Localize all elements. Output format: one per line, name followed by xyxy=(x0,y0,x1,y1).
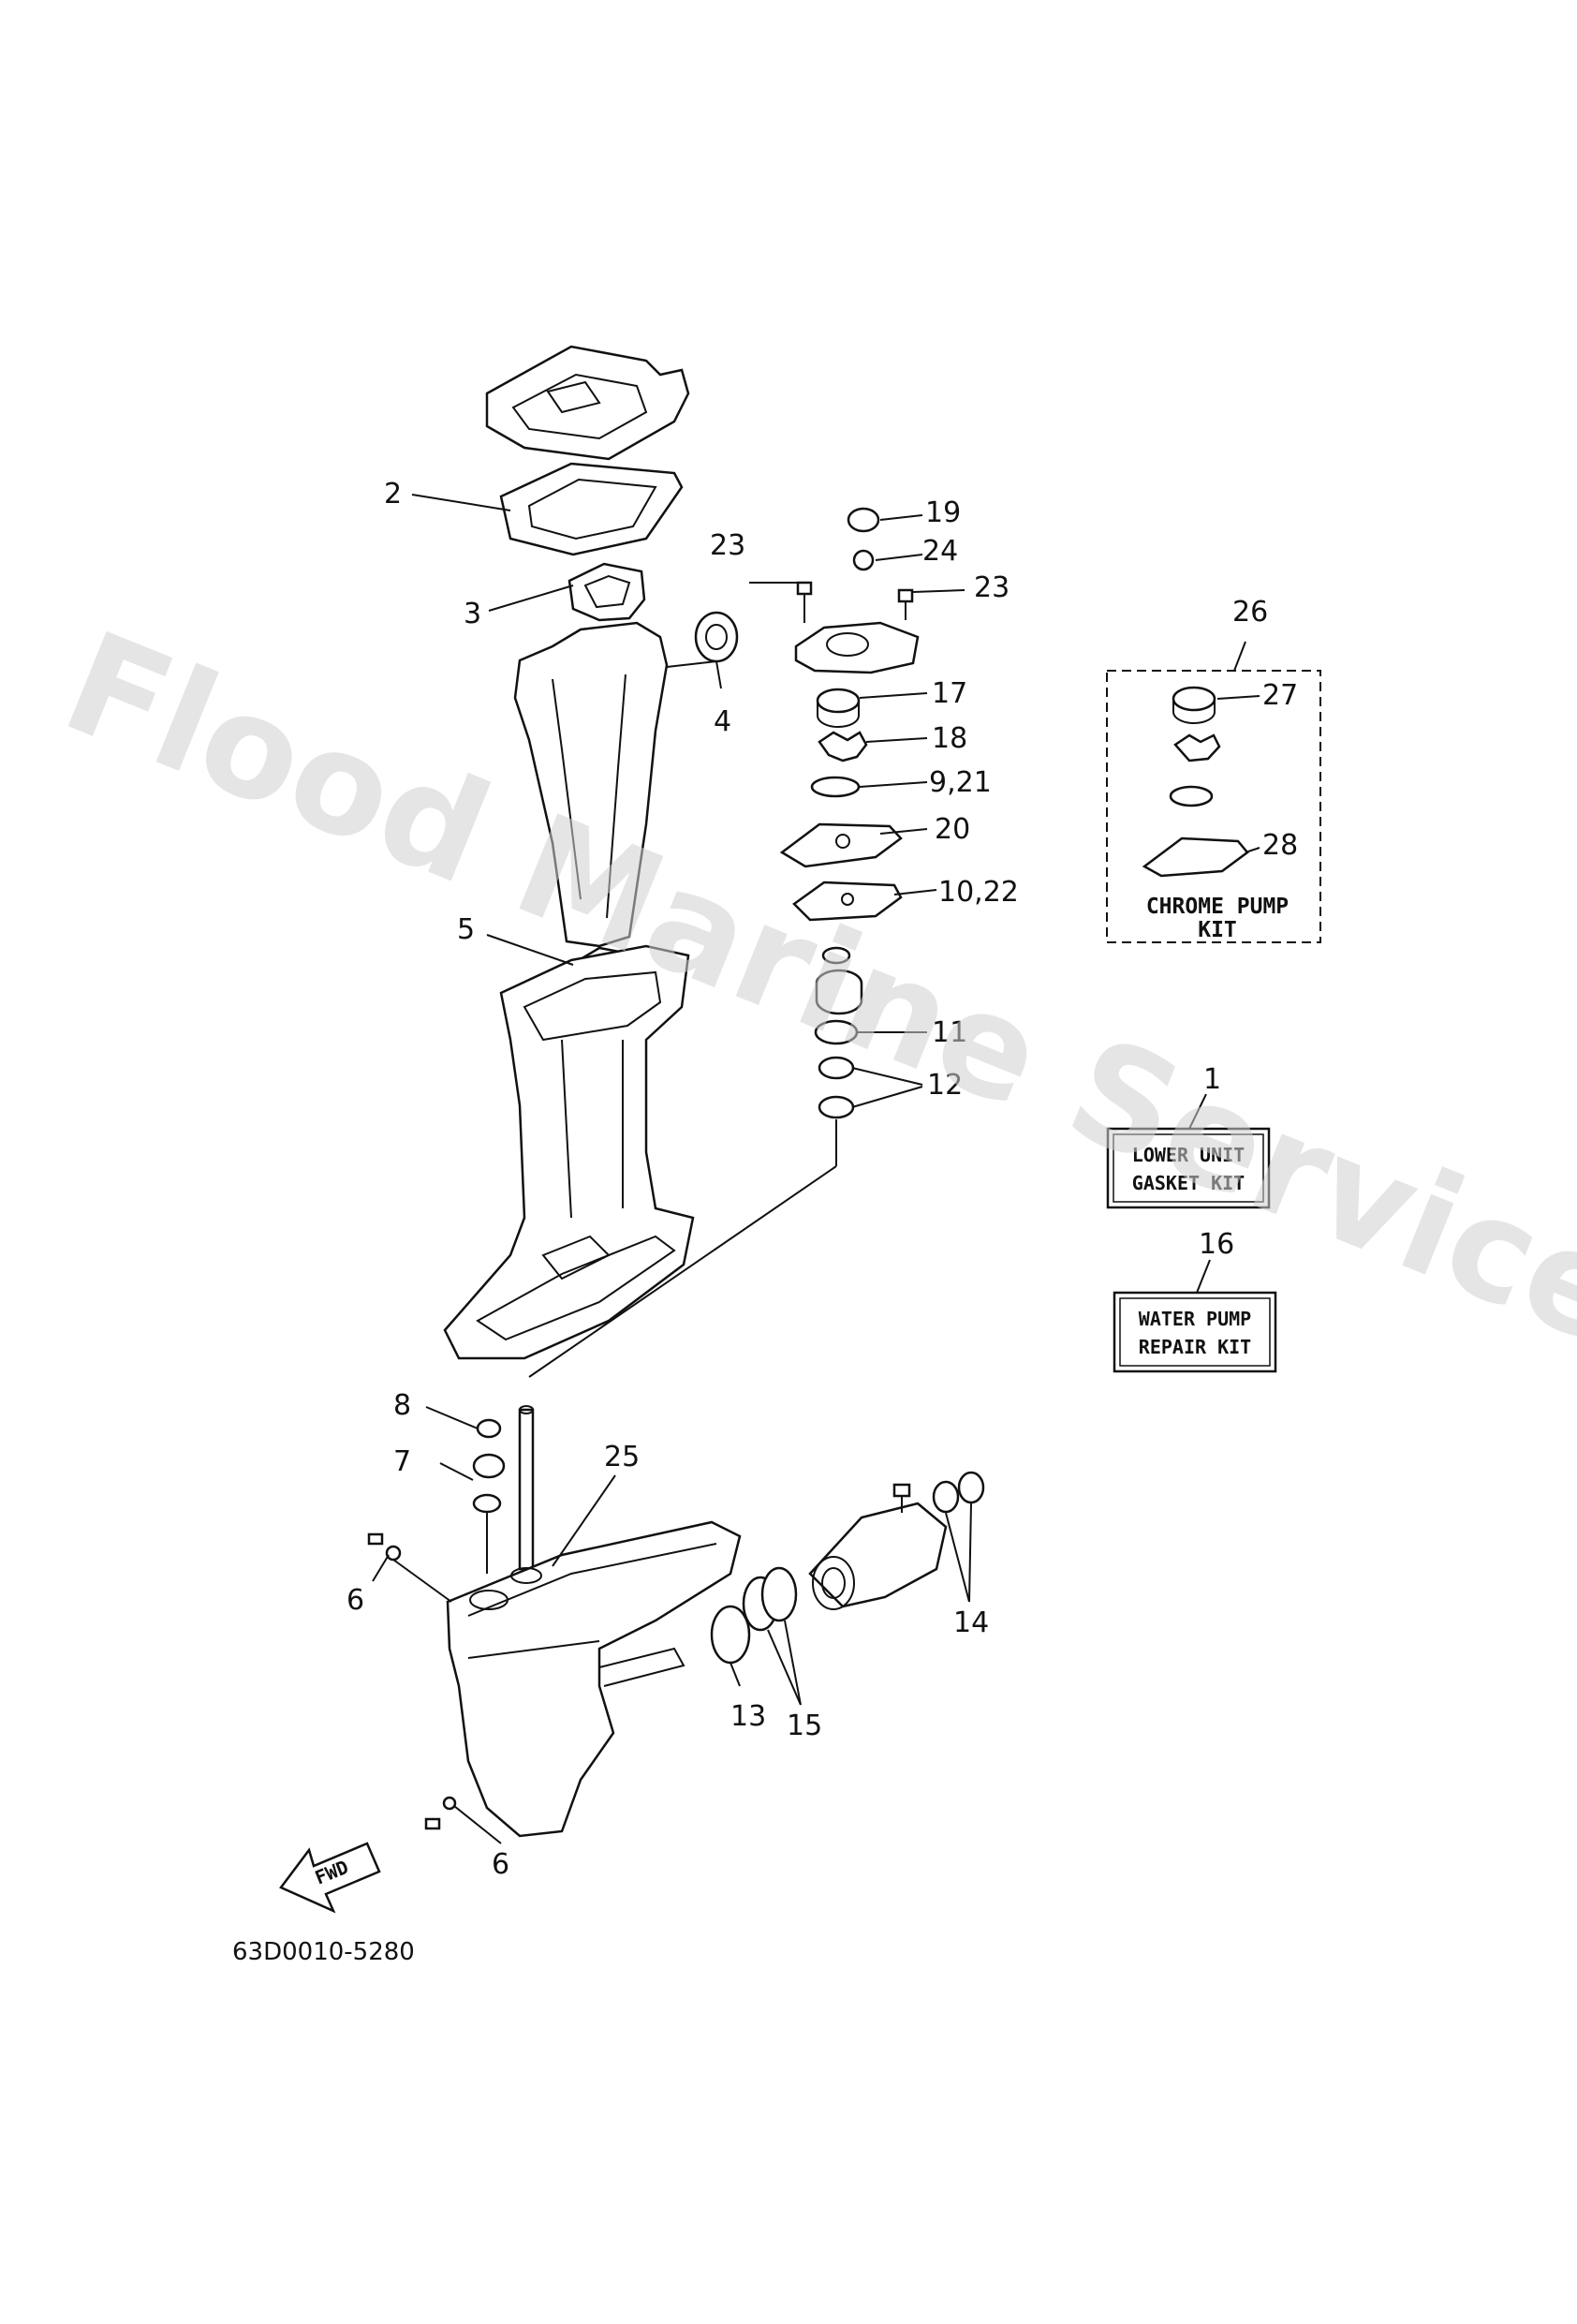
callout-1: 1 xyxy=(1203,1063,1221,1096)
callout-20: 20 xyxy=(935,813,970,846)
callout-14: 14 xyxy=(953,1606,989,1639)
callout-6-lower: 6 xyxy=(492,1848,509,1881)
lower-unit-kit-line1: LOWER UNIT xyxy=(1132,1144,1245,1166)
bolt-23-right xyxy=(897,588,914,620)
callout-25: 25 xyxy=(604,1441,640,1473)
callout-17: 17 xyxy=(932,677,967,710)
orings-15 xyxy=(742,1566,798,1632)
callout-19: 19 xyxy=(925,496,961,529)
lower-unit-kit-line2: GASKET KIT xyxy=(1132,1172,1245,1194)
callout-26: 26 xyxy=(1232,596,1268,629)
water-pump-repair-kit-box: WATER PUMP REPAIR KIT xyxy=(1113,1291,1277,1373)
pump-housing xyxy=(794,621,920,674)
oil-seals-12 xyxy=(818,1056,855,1119)
impeller-18 xyxy=(818,731,868,762)
top-cowling-bracket xyxy=(485,345,690,461)
drive-shaft xyxy=(518,1405,535,1571)
gear-case xyxy=(446,1520,742,1838)
bolt-housing xyxy=(892,1483,911,1513)
callout-3: 3 xyxy=(464,598,481,630)
oil-seal-housing xyxy=(815,969,863,1015)
propeller-shaft-housing xyxy=(808,1502,948,1610)
callout-16: 16 xyxy=(1199,1228,1234,1261)
callout-8: 8 xyxy=(393,1389,411,1422)
callout-15: 15 xyxy=(787,1710,822,1742)
gasket-10-22 xyxy=(792,881,903,922)
oring-13 xyxy=(710,1605,751,1665)
pump-cap-19 xyxy=(847,507,880,533)
bolt-23-left xyxy=(796,581,813,623)
bearings-14 xyxy=(932,1471,985,1514)
callout-5: 5 xyxy=(457,913,475,946)
watermark: Flood Marine Services xyxy=(44,601,1577,1408)
water-pump-kit-line1: WATER PUMP xyxy=(1139,1308,1251,1330)
oring-9-21 xyxy=(810,776,861,798)
chrome-pump-kit-line2: KIT xyxy=(1198,918,1237,942)
nut-8 xyxy=(476,1418,502,1439)
lower-unit-gasket-kit-box: LOWER UNIT GASKET KIT xyxy=(1106,1127,1271,1209)
leader-lines xyxy=(372,494,1260,1844)
insert-cartridge-17 xyxy=(816,688,861,728)
callout-27: 27 xyxy=(1262,679,1298,712)
callout-9-21: 9,21 xyxy=(929,766,992,799)
exhaust-upper-case xyxy=(513,621,669,948)
callout-18: 18 xyxy=(932,722,967,755)
outer-plate-20 xyxy=(779,822,903,868)
gasket-2 xyxy=(499,462,684,556)
callout-13: 13 xyxy=(730,1700,766,1733)
callout-6-upper: 6 xyxy=(346,1584,364,1617)
callout-23-left: 23 xyxy=(710,529,745,562)
water-pump-kit-line2: REPAIR KIT xyxy=(1139,1336,1251,1358)
callout-28: 28 xyxy=(1262,829,1298,862)
callout-12: 12 xyxy=(927,1069,963,1102)
callout-10-22: 10,22 xyxy=(938,876,1019,909)
callout-2: 2 xyxy=(384,478,402,511)
callout-23-right: 23 xyxy=(974,571,1010,604)
seal-7 xyxy=(472,1453,506,1514)
drawing-code: 63D0010-5280 xyxy=(232,1938,415,1966)
screw-6-lower xyxy=(424,1796,457,1830)
callout-labels: 2 3 4 5 6 6 7 8 9,21 10,22 11 12 13 14 1… xyxy=(346,478,1298,1881)
grommet-24 xyxy=(852,549,875,571)
chrome-pump-kit-box: CHROME PUMP KIT xyxy=(1106,670,1321,943)
driveshaft-housing xyxy=(443,944,695,1360)
exhaust-guide-3 xyxy=(567,562,646,622)
callout-24: 24 xyxy=(922,535,958,568)
callout-11: 11 xyxy=(932,1016,967,1049)
callout-4: 4 xyxy=(714,705,731,738)
seal-4 xyxy=(694,611,739,663)
callout-7: 7 xyxy=(393,1445,411,1478)
collar xyxy=(821,946,851,965)
screw-6-upper xyxy=(367,1532,402,1562)
fwd-arrow-icon: FWD xyxy=(279,1842,381,1914)
chrome-pump-kit-line1: CHROME PUMP xyxy=(1146,895,1289,919)
